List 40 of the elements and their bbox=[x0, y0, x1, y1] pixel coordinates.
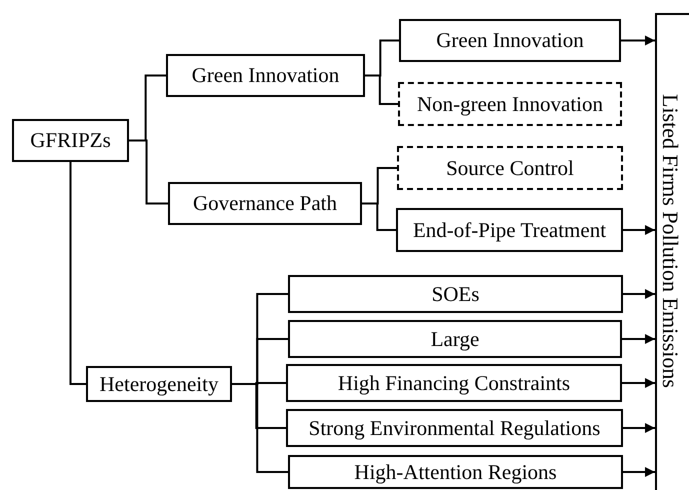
node-label: Strong Environmental Regulations bbox=[308, 418, 600, 438]
group-box bbox=[288, 455, 623, 489]
node-label: High Financing Constraints bbox=[338, 372, 570, 394]
arrow bbox=[622, 334, 655, 344]
node-label: End-of-Pipe Treatment bbox=[412, 220, 606, 240]
node-label: Green Innovation bbox=[436, 30, 584, 51]
node-label: Heterogeneity bbox=[100, 374, 218, 394]
node-label: Listed Firms Pollution Emissions bbox=[659, 93, 681, 390]
group-box bbox=[286, 364, 622, 402]
node-label: High-Attention Regions bbox=[354, 462, 557, 482]
node-label: Governance Path bbox=[192, 193, 338, 214]
arrow bbox=[623, 289, 655, 299]
arrow bbox=[623, 225, 655, 235]
node-label: Large bbox=[430, 328, 480, 350]
path-box bbox=[166, 54, 365, 97]
node-label: Green Innovation bbox=[192, 65, 340, 86]
connector-line bbox=[362, 202, 396, 231]
node-label: SOEs bbox=[432, 284, 480, 304]
node-label: Source Control bbox=[446, 158, 574, 178]
node-label: GFRIPZs bbox=[30, 130, 111, 151]
outcome-box bbox=[655, 13, 689, 490]
arrow bbox=[623, 423, 655, 433]
mechanism-box bbox=[396, 208, 623, 252]
connector-line bbox=[129, 140, 168, 204]
mechanism-box bbox=[398, 82, 622, 126]
mechanism-box bbox=[397, 146, 623, 190]
arrow bbox=[622, 378, 655, 388]
connector-line bbox=[365, 74, 398, 105]
arrow bbox=[623, 467, 655, 477]
group-box bbox=[288, 320, 622, 358]
connector-line bbox=[70, 162, 86, 385]
arrow bbox=[621, 36, 655, 46]
group-box bbox=[288, 275, 623, 313]
node-label: Non-green Innovation bbox=[416, 94, 604, 114]
path-box bbox=[168, 182, 362, 225]
path-box bbox=[86, 366, 232, 402]
root-box bbox=[12, 119, 129, 162]
connector-line bbox=[232, 383, 288, 473]
mechanism-box bbox=[399, 19, 621, 62]
group-box bbox=[286, 409, 623, 447]
